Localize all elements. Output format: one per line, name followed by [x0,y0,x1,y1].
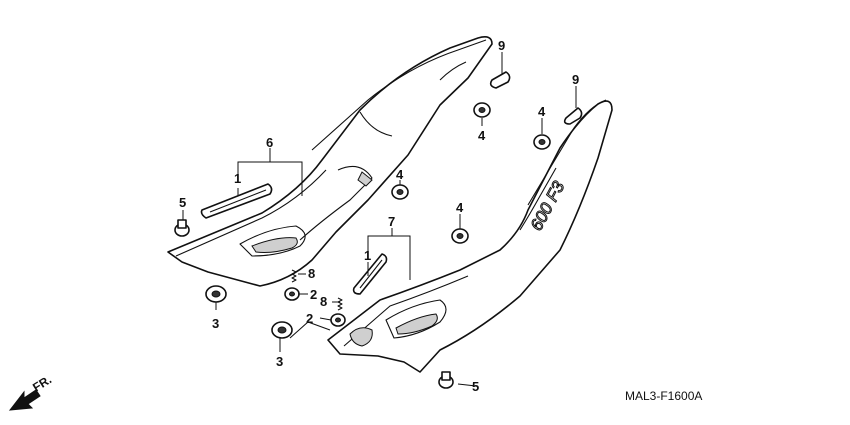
callout-2-lower: 2 [306,311,313,326]
rubber-strip-right [352,253,388,295]
grommet-1 [473,102,491,118]
callout-4-c: 4 [396,167,404,182]
clip-1 [489,71,511,89]
callout-7: 7 [388,214,395,229]
left-side-cover [167,36,493,287]
grommet-2 [533,134,551,150]
callout-6: 6 [266,135,273,150]
rubber-strip-left [200,183,273,219]
bushing-right [271,321,293,339]
callout-4-d: 4 [456,200,464,215]
callout-1-left: 1 [234,171,241,186]
callout-8-upper: 8 [308,266,315,281]
collar-2 [330,313,346,327]
callout-9-left: 9 [498,38,505,53]
callout-3-left: 3 [212,316,219,331]
bolt-right [438,371,454,389]
callout-5-right: 5 [472,379,479,394]
callout-8-lower: 8 [320,294,327,309]
spring-2 [337,297,343,311]
callout-3-right: 3 [276,354,283,369]
grommet-4 [451,228,469,244]
bolt-left [174,219,190,237]
leader-lines [182,52,577,387]
callout-5-left: 5 [179,195,186,210]
callout-9-right: 9 [572,72,579,87]
grommet-3 [391,184,409,200]
callout-1-right: 1 [364,248,371,263]
bushing-left [205,285,227,303]
collar-1 [284,287,300,301]
clip-2 [563,107,583,125]
callout-4-b: 4 [538,104,546,119]
callout-4-a: 4 [478,128,486,143]
diagram-code: MAL3-F1600A [625,389,702,403]
front-direction-arrow: FR. [8,372,54,411]
spring-1 [291,269,297,283]
callout-2-upper: 2 [310,287,317,302]
